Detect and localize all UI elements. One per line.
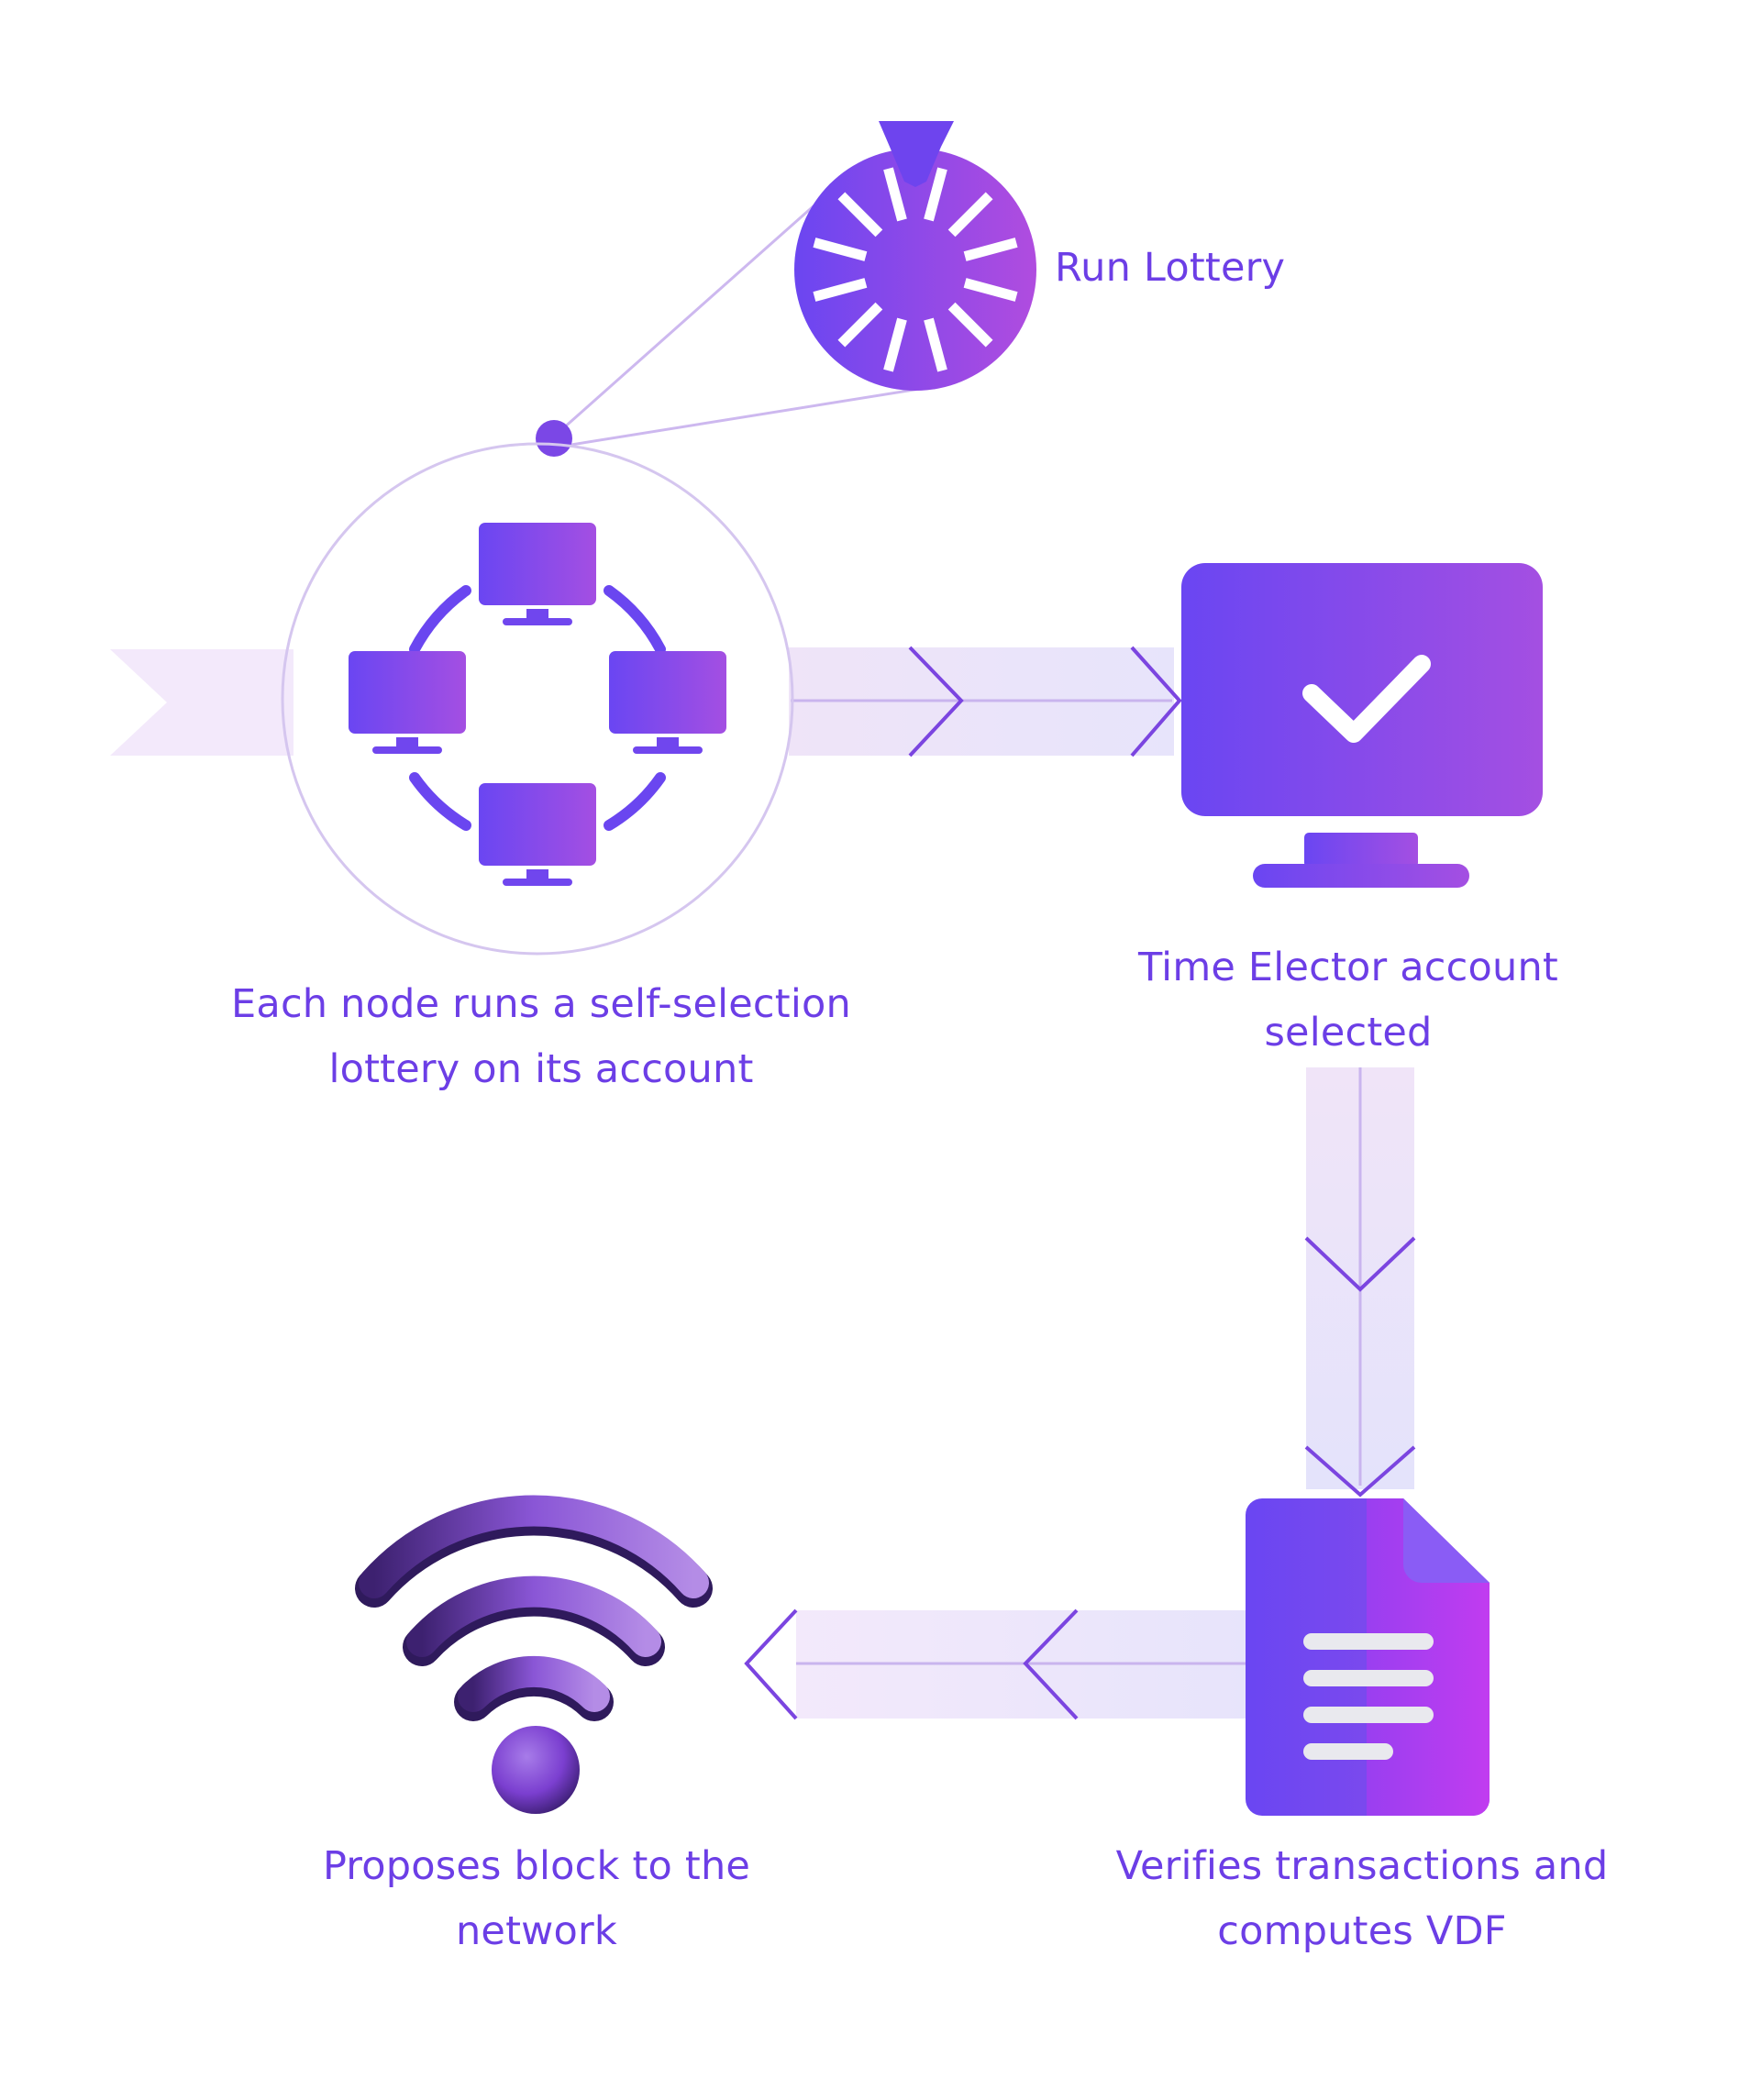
lottery-wheel-icon (794, 121, 1036, 391)
wheel-spoke (924, 167, 947, 222)
arrow-document-to-wifi (744, 1608, 1247, 1720)
zoom-connector (536, 172, 944, 457)
wheel-spoke (837, 302, 883, 348)
time-elector-label: Time Elector account selected (1073, 935, 1623, 1066)
self-selection-line-2: lottery on its account (328, 1046, 754, 1092)
wheel-spoke (963, 238, 1018, 261)
wifi-signal-icon (355, 1495, 713, 1814)
time-elector-line-1: Time Elector account (1138, 945, 1558, 990)
arrow-nodes-to-monitor (789, 646, 1182, 757)
proposes-block-line-2: network (455, 1908, 618, 1954)
self-selection-line-1: Each node runs a self-selection (231, 981, 851, 1027)
run-lottery-label: Run Lottery (1055, 234, 1285, 302)
monitor-check-icon (1181, 563, 1543, 888)
run-lottery-text: Run Lottery (1055, 245, 1286, 291)
wheel-spoke (813, 238, 868, 261)
wheel-spoke (883, 317, 907, 372)
wheel-spoke (947, 302, 993, 348)
wheel-spoke (924, 317, 947, 372)
wheel-spoke (813, 278, 868, 302)
wheel-spoke (837, 192, 883, 238)
proposes-block-line-1: Proposes block to the (322, 1843, 751, 1889)
verifies-line-1: Verifies transactions and (1115, 1843, 1609, 1889)
node-network-icon (281, 442, 794, 956)
wheel-spoke (883, 167, 907, 222)
document-icon (1246, 1498, 1490, 1816)
network-node-monitor (349, 651, 466, 754)
time-elector-line-2: selected (1264, 1010, 1433, 1056)
verifies-line-2: computes VDF (1217, 1908, 1507, 1954)
wheel-spoke (947, 192, 993, 238)
selection-dot (536, 420, 572, 457)
entry-band (110, 649, 294, 756)
network-node-monitor (479, 783, 596, 886)
wheel-spoke (963, 278, 1018, 302)
network-node-monitor (479, 523, 596, 625)
proposes-block-label: Proposes block to the network (229, 1834, 844, 1964)
network-node-monitor (609, 651, 726, 754)
arrow-monitor-to-document (1304, 1067, 1416, 1498)
verifies-label: Verifies transactions and computes VDF (1064, 1834, 1660, 1964)
self-selection-label: Each node runs a self-selection lottery … (165, 972, 917, 1102)
